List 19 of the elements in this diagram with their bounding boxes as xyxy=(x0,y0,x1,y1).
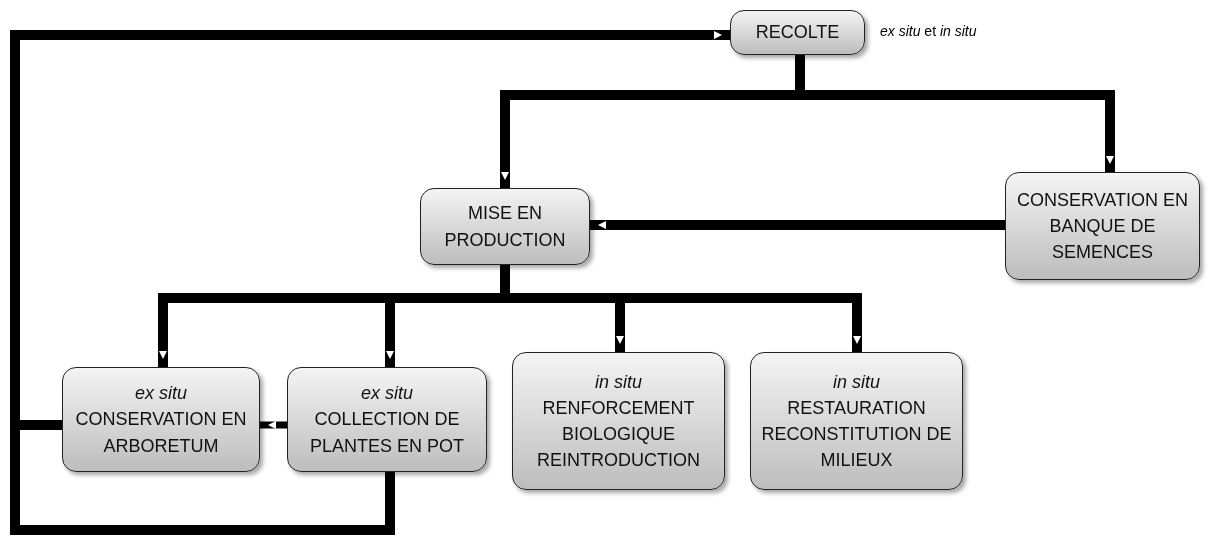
process-box xyxy=(287,367,487,472)
node-subtitle: in situ xyxy=(833,370,880,394)
node-subtitle: ex situ xyxy=(361,382,413,406)
node-label: MISE EN PRODUCTION xyxy=(443,202,567,252)
node-label: CONSERVATION EN BANQUE DE SEMENCES xyxy=(1016,188,1189,265)
node-note: ex situ et in situ xyxy=(880,23,977,39)
process-box xyxy=(512,352,725,490)
process-box xyxy=(1005,172,1200,280)
node-label: RECOLTE xyxy=(755,21,840,45)
process-box xyxy=(62,367,260,472)
node-label: COLLECTION DE PLANTES EN POT xyxy=(308,408,465,458)
node-subtitle: ex situ xyxy=(135,382,187,406)
process-box xyxy=(420,188,590,265)
node-label: RENFORCEMENT BIOLOGIQUE REINTRODUCTION xyxy=(536,396,701,473)
node-subtitle: in situ xyxy=(595,370,642,394)
node-label: CONSERVATION EN ARBORETUM xyxy=(74,408,248,458)
process-box xyxy=(730,10,865,55)
node-label: RESTAURATION RECONSTITUTION DE MILIEUX xyxy=(760,396,953,473)
process-box xyxy=(750,352,963,490)
